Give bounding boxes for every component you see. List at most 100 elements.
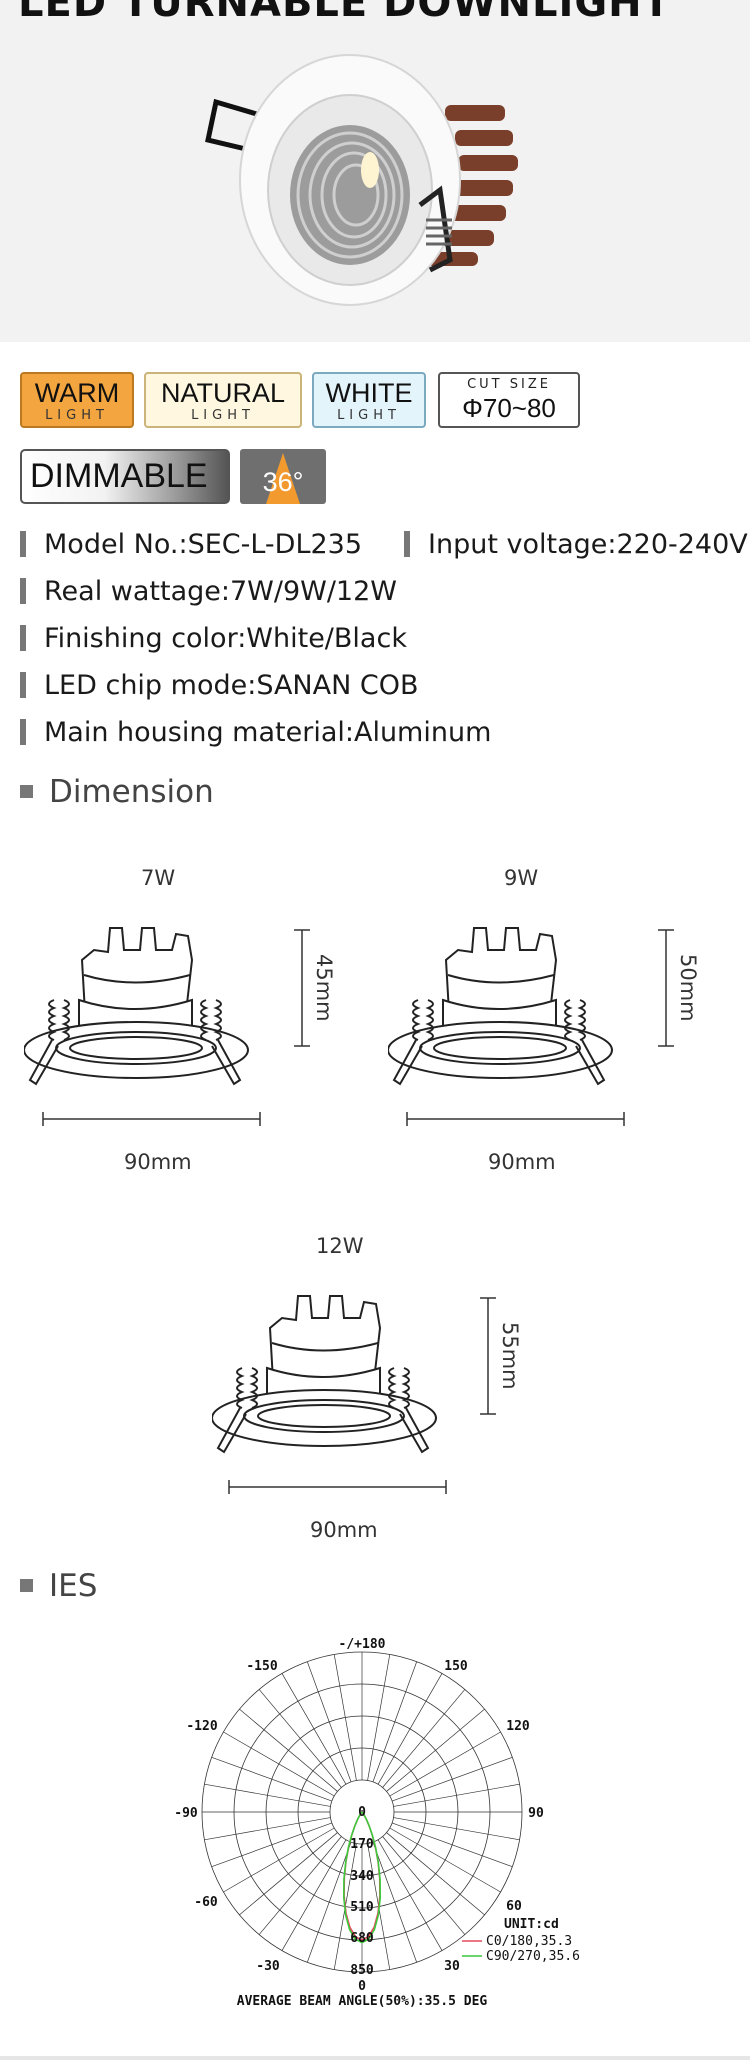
polar-spoke bbox=[391, 1756, 513, 1802]
polar-beam-note: AVERAGE BEAM ANGLE(50%):35.5 DEG bbox=[237, 1994, 488, 2009]
polar-curves bbox=[342, 1811, 382, 1944]
polar-angle-label: -120 bbox=[186, 1719, 217, 1734]
dim-9w-drawing bbox=[388, 927, 613, 1085]
polar-spoke bbox=[386, 1832, 485, 1916]
spec-chip-text: LED chip mode:SANAN COB bbox=[44, 670, 419, 701]
spec-bar-marker bbox=[404, 531, 410, 557]
dim-9w-width-line bbox=[406, 1112, 625, 1126]
polar-angle-label: -30 bbox=[256, 1959, 280, 1974]
dim-7w-width: 90mm bbox=[124, 1150, 192, 1174]
badge-white-main: WHITE bbox=[325, 378, 413, 408]
polar-spoke bbox=[389, 1827, 501, 1893]
bottom-divider bbox=[0, 2056, 750, 2060]
polar-spoke bbox=[393, 1783, 520, 1807]
badge-dimmable: DIMMABLE bbox=[20, 449, 230, 504]
polar-angle-label: 60 bbox=[506, 1899, 522, 1914]
spec-bar-marker bbox=[20, 578, 26, 604]
polar-angle-label: 120 bbox=[506, 1719, 530, 1734]
badge-cut-value: Φ70~80 bbox=[462, 393, 556, 423]
polar-spoke bbox=[391, 1822, 513, 1868]
polar-spoke bbox=[211, 1822, 333, 1868]
polar-spoke bbox=[223, 1731, 335, 1797]
polar-angle-label: 150 bbox=[444, 1659, 468, 1674]
badge-natural-main: NATURAL bbox=[160, 378, 286, 408]
polar-spoke bbox=[382, 1836, 466, 1935]
dim-7w-width-line bbox=[42, 1112, 261, 1126]
badge-cut-size: CUT SIZE Φ70~80 bbox=[438, 372, 580, 428]
badge-warm-sub: LIGHT bbox=[45, 408, 109, 423]
dim-12w-drawing bbox=[212, 1295, 437, 1453]
polar-spoke bbox=[377, 1839, 443, 1951]
polar-spoke bbox=[239, 1832, 338, 1916]
legend-c0-label: C0/180,35.3 bbox=[486, 1934, 572, 1949]
dim-9w-width: 90mm bbox=[488, 1150, 556, 1174]
polar-angle-label: 30 bbox=[444, 1959, 460, 1974]
polar-spoke bbox=[258, 1689, 342, 1788]
polar-spoke bbox=[306, 1661, 352, 1783]
polar-radial-label: 0 bbox=[358, 1979, 366, 1994]
dim-12w-width-line bbox=[228, 1480, 447, 1494]
section-square-marker bbox=[20, 1579, 33, 1592]
badge-white-light: WHITE LIGHT bbox=[312, 372, 426, 428]
polar-grid bbox=[201, 1651, 523, 1973]
dim-9w-height: 50mm bbox=[676, 954, 700, 1022]
spec-bar-marker bbox=[20, 672, 26, 698]
polar-radial-label: 170 bbox=[350, 1837, 374, 1852]
spec-voltage: Input voltage:220-240V bbox=[404, 528, 748, 562]
spec-wattage: Real wattage:7W/9W/12W bbox=[20, 575, 397, 609]
polar-spoke bbox=[372, 1841, 418, 1963]
polar-spoke bbox=[281, 1839, 347, 1951]
section-dimension: Dimension bbox=[20, 774, 214, 810]
spec-chip: LED chip mode:SANAN COB bbox=[20, 669, 419, 703]
curve-c90-270 bbox=[342, 1811, 382, 1944]
dim-9w-height-line bbox=[658, 929, 674, 1047]
polar-spoke bbox=[333, 1654, 357, 1781]
badge-natural-sub: LIGHT bbox=[191, 408, 255, 423]
section-ies: IES bbox=[20, 1568, 97, 1604]
spec-model-text: Model No.:SEC-L-DL235 bbox=[44, 529, 363, 560]
dim-12w-width: 90mm bbox=[310, 1518, 378, 1542]
polar-spoke bbox=[389, 1731, 501, 1797]
dim-12w-height-line bbox=[480, 1297, 496, 1415]
polar-spoke bbox=[223, 1827, 335, 1893]
spec-bar-marker bbox=[20, 719, 26, 745]
badge-warm-light: WARM LIGHT bbox=[20, 372, 134, 428]
spec-color: Finishing color:White/Black bbox=[20, 622, 407, 656]
dim-7w-height-line bbox=[294, 929, 310, 1047]
polar-spoke bbox=[204, 1817, 331, 1841]
spec-housing: Main housing material:Aluminum bbox=[20, 716, 491, 750]
polar-spoke bbox=[386, 1708, 485, 1792]
legend-c90-label: C90/270,35.6 bbox=[486, 1949, 580, 1964]
spec-bar-marker bbox=[20, 625, 26, 651]
ies-polar-diagram: -/+180 -150 150 -120 120 -90 90 -60 60 -… bbox=[174, 1637, 580, 2009]
polar-spoke bbox=[382, 1689, 466, 1788]
polar-angle-label: -90 bbox=[174, 1806, 198, 1821]
polar-angle-label: -60 bbox=[194, 1895, 218, 1910]
dim-12w-height: 55mm bbox=[498, 1322, 522, 1390]
dim-7w-drawing bbox=[24, 927, 249, 1085]
polar-radial-label: 510 bbox=[350, 1900, 374, 1915]
badge-dimmable-text: DIMMABLE bbox=[30, 457, 208, 495]
badge-warm-main: WARM bbox=[34, 378, 120, 408]
badge-beam-angle: 36° bbox=[240, 449, 326, 504]
dim-7w-label: 7W bbox=[141, 866, 176, 890]
section-ies-title: IES bbox=[49, 1568, 98, 1604]
dim-7w-height: 45mm bbox=[312, 954, 336, 1022]
beam-cone-icon bbox=[266, 453, 300, 504]
polar-radial-label: 850 bbox=[350, 1963, 374, 1978]
polar-unit-label: UNIT:cd bbox=[504, 1917, 559, 1932]
dim-12w-label: 12W bbox=[316, 1234, 364, 1258]
downlight-product-image bbox=[205, 54, 518, 306]
polar-spoke bbox=[281, 1673, 347, 1785]
dim-9w-label: 9W bbox=[504, 866, 539, 890]
spec-model: Model No.:SEC-L-DL235 bbox=[20, 528, 362, 562]
page-title: LED TURNABLE DOWNLIGHT bbox=[18, 0, 671, 26]
section-dimension-title: Dimension bbox=[49, 774, 214, 810]
polar-spoke bbox=[306, 1841, 352, 1963]
hero-banner: LED TURNABLE DOWNLIGHT bbox=[0, 0, 750, 342]
polar-spoke bbox=[377, 1673, 443, 1785]
polar-spoke bbox=[204, 1783, 331, 1807]
polar-spoke bbox=[367, 1654, 391, 1781]
badge-cut-label: CUT SIZE bbox=[467, 377, 551, 392]
polar-radial-label: 680 bbox=[350, 1931, 374, 1946]
